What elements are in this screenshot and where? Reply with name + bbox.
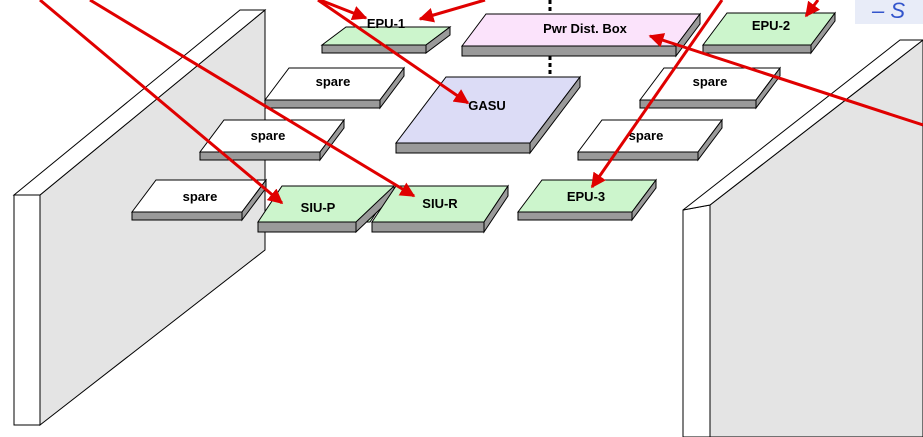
arrow-to-epu-1-b xyxy=(418,0,486,23)
board-label-spare-row3-left: spare xyxy=(183,189,218,204)
board-label-power-distribution-box: Pwr Dist. Box xyxy=(543,21,628,36)
board-power-distribution-box: Pwr Dist. Box xyxy=(461,12,701,58)
arrow-to-power-distribution-box xyxy=(648,33,923,127)
arrow-to-gasu xyxy=(317,0,470,105)
board-spare-row3-left: spare xyxy=(131,178,267,222)
board-label-spare-row1-right: spare xyxy=(693,74,728,89)
board-epu-3: EPU-3 xyxy=(517,178,657,222)
arrow-to-epu-2 xyxy=(804,0,821,18)
corner-text-background xyxy=(855,0,923,24)
board-epu-2: EPU-2 xyxy=(702,11,836,55)
board-epu-1: EPU-1 xyxy=(320,16,452,54)
board-spare-row1-left: spare xyxy=(264,66,405,110)
board-label-spare-row2-right: spare xyxy=(629,128,664,143)
board-spare-row2-right: spare xyxy=(577,118,723,162)
right-wall xyxy=(682,39,923,437)
board-label-siu-r: SIU-R xyxy=(422,196,458,211)
board-label-epu-2: EPU-2 xyxy=(752,18,790,33)
arrow-to-siu-r xyxy=(89,0,416,198)
board-label-epu-1: EPU-1 xyxy=(367,16,405,31)
board-gasu: GASU xyxy=(394,75,582,155)
board-siu-r: SIU-R xyxy=(371,184,509,234)
callout-arrows xyxy=(39,0,923,205)
board-label-gasu: GASU xyxy=(468,98,506,113)
arrow-to-epu-3 xyxy=(590,0,724,189)
board-spare-row2-left: spare xyxy=(199,118,345,162)
arrow-to-siu-p xyxy=(39,0,284,205)
board-siu-p: SIU-P xyxy=(257,184,395,234)
board-label-epu-3: EPU-3 xyxy=(567,189,605,204)
board-label-siu-p: SIU-P xyxy=(301,200,336,215)
arrow-to-epu-1-a xyxy=(319,0,368,21)
corner-text: – S xyxy=(871,0,905,23)
board-label-spare-row1-left: spare xyxy=(316,74,351,89)
board-label-spare-row2-left: spare xyxy=(251,128,286,143)
